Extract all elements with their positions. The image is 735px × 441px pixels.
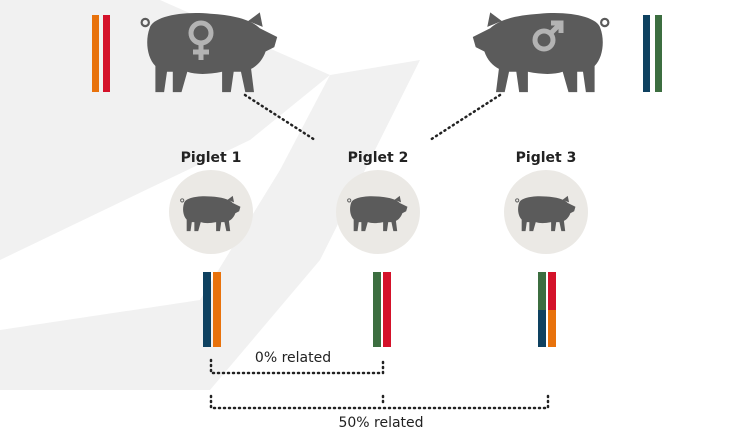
piglet-label: Piglet 1 (180, 150, 242, 166)
chromosome-bar (655, 15, 662, 92)
chromosome-bar (538, 272, 546, 310)
boar-icon (471, 11, 610, 94)
chromosome-bar (548, 272, 556, 310)
chromosome-bar (92, 15, 99, 92)
chromosome-bar (548, 310, 556, 347)
chromosome-bar (203, 272, 211, 347)
piglet-label: Piglet 2 (347, 150, 409, 166)
chromosome-bar (643, 15, 650, 92)
chromosome-bar (373, 272, 381, 347)
relation-label-0: 0% related (254, 350, 332, 366)
parent-link (428, 93, 502, 142)
chromosome-bar (538, 310, 546, 347)
piglet-3 (504, 170, 588, 347)
chromosome-bar (213, 272, 221, 347)
female-symbol-icon (188, 20, 214, 60)
piglet-2 (336, 170, 420, 347)
male-symbol-icon (532, 20, 564, 52)
chromosome-bar (383, 272, 391, 347)
chromosome-bar (103, 15, 110, 92)
parent-link (243, 93, 317, 142)
relation-label-50: 50% related (338, 415, 424, 431)
piglet-1 (169, 170, 253, 347)
piglet-label: Piglet 3 (515, 150, 577, 166)
relation-bracket-0 (209, 358, 385, 375)
relation-bracket-50 (209, 394, 550, 410)
